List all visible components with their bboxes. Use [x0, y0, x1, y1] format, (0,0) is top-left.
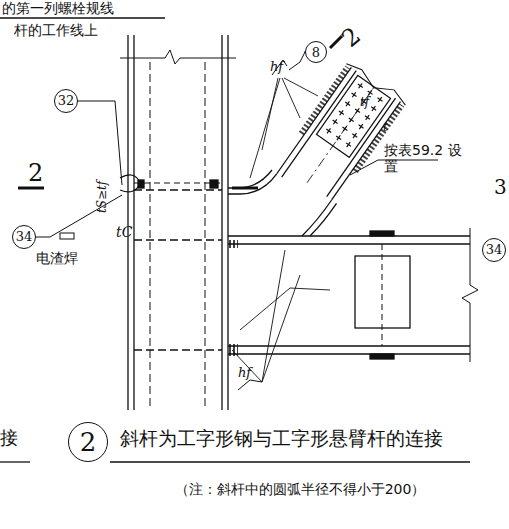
- section-number: 3: [494, 176, 507, 199]
- bolt-mark: [350, 91, 358, 99]
- bolt-mark: [341, 125, 349, 133]
- callout-number: 8: [312, 46, 320, 59]
- thickness-label: t: [383, 121, 388, 135]
- callout-number: 32: [58, 94, 75, 107]
- bolt-mark: [331, 118, 339, 126]
- plate-note: 按表59.2 设置: [384, 142, 464, 174]
- bolt-mark: [357, 122, 365, 130]
- thickness-label: tC: [116, 224, 132, 240]
- thickness-label: tf: [360, 96, 369, 110]
- callout-number: 34: [486, 243, 503, 256]
- bolt-mark: [344, 100, 352, 108]
- drawing-title: 斜杆为工字形钢与工字形悬臂杆的连接: [120, 428, 443, 450]
- callout-number: 34: [16, 230, 33, 243]
- thickness-label: tS≥tf: [96, 181, 110, 213]
- section-number: 2: [337, 23, 366, 54]
- bolt-mark: [363, 113, 371, 121]
- bolt-mark: [369, 104, 377, 112]
- bolt-mark: [344, 140, 352, 148]
- section-number: 2: [28, 160, 43, 188]
- bolt-mark: [351, 131, 359, 139]
- bolt-mark: [325, 127, 333, 135]
- callout-circle: 34: [482, 238, 507, 263]
- callout-circle: 34: [12, 225, 37, 250]
- weld-size: hf: [238, 366, 251, 381]
- title-fragment: 接: [0, 428, 18, 449]
- bolt-mark: [376, 95, 384, 103]
- note-text: 的第一列螺栓规线: [2, 0, 114, 16]
- weld-size: hf: [270, 60, 283, 75]
- callout-circle: 32: [54, 89, 79, 114]
- note-text: 杆的工作线上: [14, 22, 98, 38]
- weld-note: 电渣焊: [36, 250, 78, 266]
- bolt-mark: [334, 134, 342, 142]
- bolt-mark: [337, 109, 345, 117]
- callout-number: 2: [80, 429, 97, 455]
- bolt-mark: [356, 82, 364, 90]
- callout-circle: 8: [305, 41, 327, 63]
- drawing-caption: （注：斜杆中的圆弧半径不得小于200）: [175, 481, 426, 497]
- bolt-mark: [347, 116, 355, 124]
- callout-circle: 2: [68, 422, 108, 462]
